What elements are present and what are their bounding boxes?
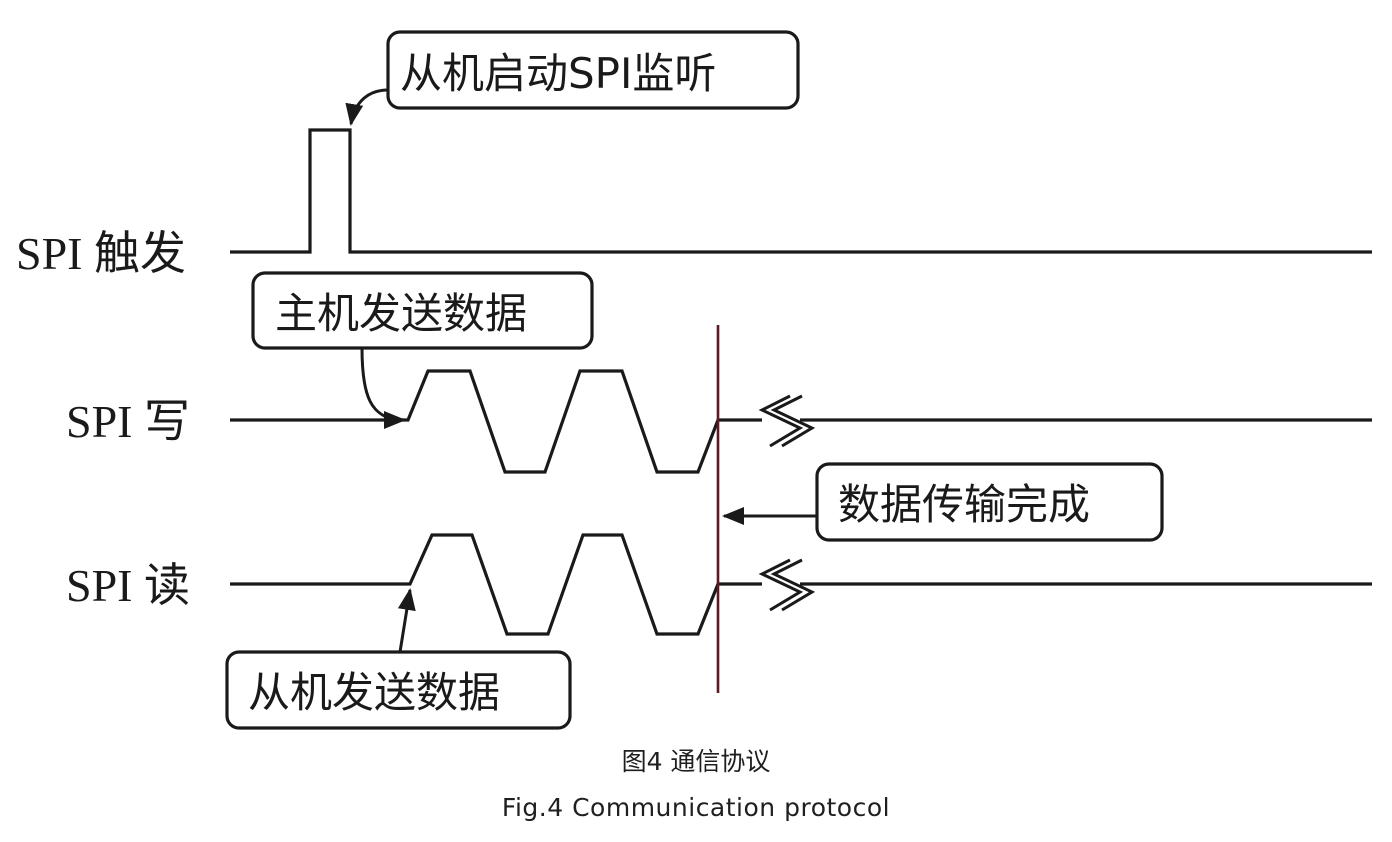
trigger-waveform (230, 128, 1372, 254)
arrow-master-send (360, 347, 406, 429)
figure-caption-chinese: 图4 通信协议 (621, 747, 771, 776)
signal-label-trigger: SPI 触发 (16, 228, 186, 279)
break-symbol-read (758, 558, 816, 612)
write-waveform (230, 369, 762, 474)
figure-caption-english: Fig.4 Communication protocol (501, 793, 891, 822)
break-symbol-write (758, 394, 816, 448)
annotation-slave-listen: 从机启动SPI监听 (386, 30, 800, 110)
annotation-slave-send-text: 从机发送数据 (248, 668, 500, 717)
arrow-slave-listen (345, 88, 389, 126)
annotation-transfer-done-text: 数据传输完成 (838, 480, 1090, 529)
annotation-master-send: 主机发送数据 (251, 271, 594, 350)
annotation-slave-listen-text: 从机启动SPI监听 (400, 49, 716, 98)
annotation-master-send-text: 主机发送数据 (275, 289, 527, 338)
signal-label-write: SPI 写 (66, 396, 190, 447)
annotation-transfer-done: 数据传输完成 (815, 462, 1164, 542)
arrow-slave-send (397, 588, 416, 653)
signal-label-read: SPI 读 (66, 560, 190, 611)
read-waveform (230, 533, 762, 636)
annotation-slave-send: 从机发送数据 (225, 650, 572, 730)
